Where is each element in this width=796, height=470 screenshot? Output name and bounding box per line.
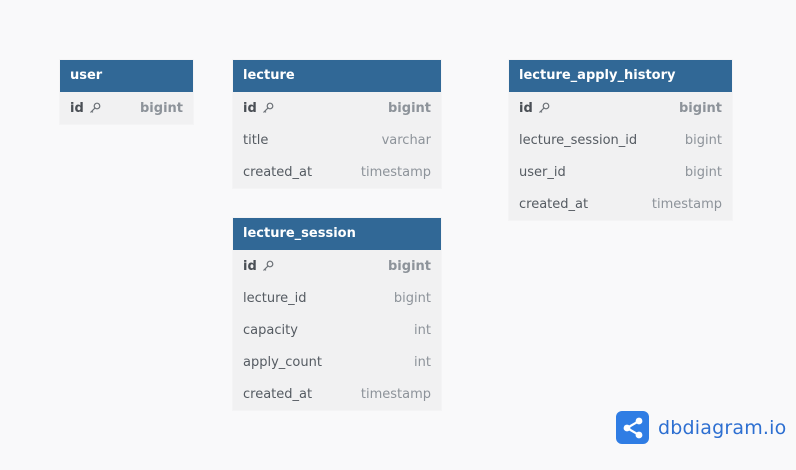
- column-name: id: [519, 101, 550, 116]
- column-name-text: apply_count: [243, 354, 322, 370]
- column-name: lecture_session_id: [519, 133, 637, 148]
- table-lecture[interactable]: lecture id bigint title varchar created_at ti…: [233, 60, 441, 188]
- table-lecture-session[interactable]: lecture_session id bigint lecture_id bigint…: [233, 218, 441, 410]
- column-type: int: [414, 322, 431, 338]
- key-icon: [262, 102, 274, 114]
- column-name-text: created_at: [243, 386, 313, 402]
- column-row[interactable]: created_at timestamp: [233, 156, 441, 188]
- column-name-text: id: [519, 100, 533, 116]
- column-type: timestamp: [360, 386, 431, 402]
- column-row[interactable]: apply_count int: [233, 346, 441, 378]
- column-name-text: id: [70, 100, 84, 116]
- column-type: bigint: [388, 258, 431, 274]
- column-type: bigint: [140, 100, 183, 116]
- column-name-text: user_id: [519, 164, 566, 180]
- column-type: timestamp: [651, 196, 722, 212]
- key-icon: [89, 102, 101, 114]
- column-row[interactable]: user_id bigint: [509, 156, 732, 188]
- column-type: bigint: [679, 100, 722, 116]
- column-row[interactable]: id bigint: [509, 92, 732, 124]
- column-row[interactable]: id bigint: [233, 92, 441, 124]
- column-row[interactable]: id bigint: [60, 92, 193, 124]
- key-icon: [262, 260, 274, 272]
- column-name: created_at: [519, 197, 588, 212]
- table-user[interactable]: user id bigint: [60, 60, 193, 124]
- brand-link[interactable]: dbdiagram.io: [616, 411, 786, 444]
- column-name-text: lecture_id: [243, 290, 307, 306]
- column-type: varchar: [381, 132, 431, 148]
- table-header[interactable]: lecture_session: [233, 218, 441, 250]
- column-name: id: [243, 101, 274, 116]
- table-header[interactable]: user: [60, 60, 193, 92]
- column-name: user_id: [519, 165, 566, 180]
- column-type: bigint: [388, 100, 431, 116]
- column-name: capacity: [243, 323, 298, 338]
- column-name: created_at: [243, 165, 312, 180]
- column-name: created_at: [243, 387, 312, 402]
- column-row[interactable]: capacity int: [233, 314, 441, 346]
- column-name-text: capacity: [243, 322, 298, 338]
- column-type: timestamp: [360, 164, 431, 180]
- column-name: title: [243, 133, 268, 148]
- brand-text: dbdiagram.io: [658, 416, 787, 439]
- column-name-text: id: [243, 100, 257, 116]
- column-row[interactable]: created_at timestamp: [509, 188, 732, 220]
- share-nodes-icon: [616, 411, 649, 444]
- table-header[interactable]: lecture_apply_history: [509, 60, 732, 92]
- column-row[interactable]: lecture_session_id bigint: [509, 124, 732, 156]
- column-name-text: lecture_session_id: [519, 132, 638, 148]
- column-row[interactable]: title varchar: [233, 124, 441, 156]
- column-type: bigint: [684, 132, 722, 148]
- column-name-text: title: [243, 132, 269, 148]
- column-name: apply_count: [243, 355, 322, 370]
- column-name: id: [70, 101, 101, 116]
- column-type: int: [414, 354, 431, 370]
- column-row[interactable]: lecture_id bigint: [233, 282, 441, 314]
- column-type: bigint: [393, 290, 431, 306]
- column-name-text: created_at: [243, 164, 313, 180]
- column-row[interactable]: created_at timestamp: [233, 378, 441, 410]
- column-name: id: [243, 259, 274, 274]
- column-type: bigint: [684, 164, 722, 180]
- column-name: lecture_id: [243, 291, 307, 306]
- table-header[interactable]: lecture: [233, 60, 441, 92]
- key-icon: [538, 102, 550, 114]
- column-name-text: id: [243, 258, 257, 274]
- column-row[interactable]: id bigint: [233, 250, 441, 282]
- column-name-text: created_at: [519, 196, 589, 212]
